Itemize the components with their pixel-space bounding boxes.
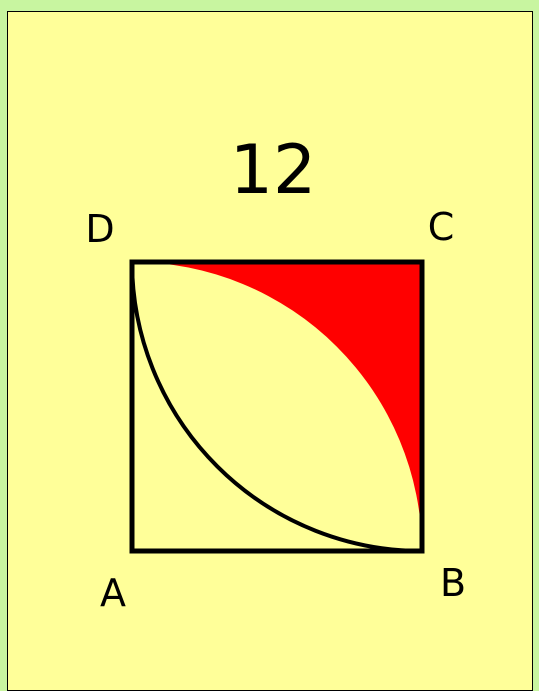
quarter-circle-arc [130, 261, 423, 553]
vertex-label-c: C [428, 205, 455, 249]
vertex-label-a: A [100, 571, 126, 615]
square-abcd [129, 259, 425, 554]
figure-card [7, 11, 533, 691]
shaded-region [132, 262, 422, 551]
side-length-label: 12 [230, 131, 317, 210]
square-quarter-circle-diagram: 12 D C A B [85, 131, 466, 615]
vertex-label-d: D [85, 207, 114, 251]
vertex-label-b: B [440, 561, 466, 605]
